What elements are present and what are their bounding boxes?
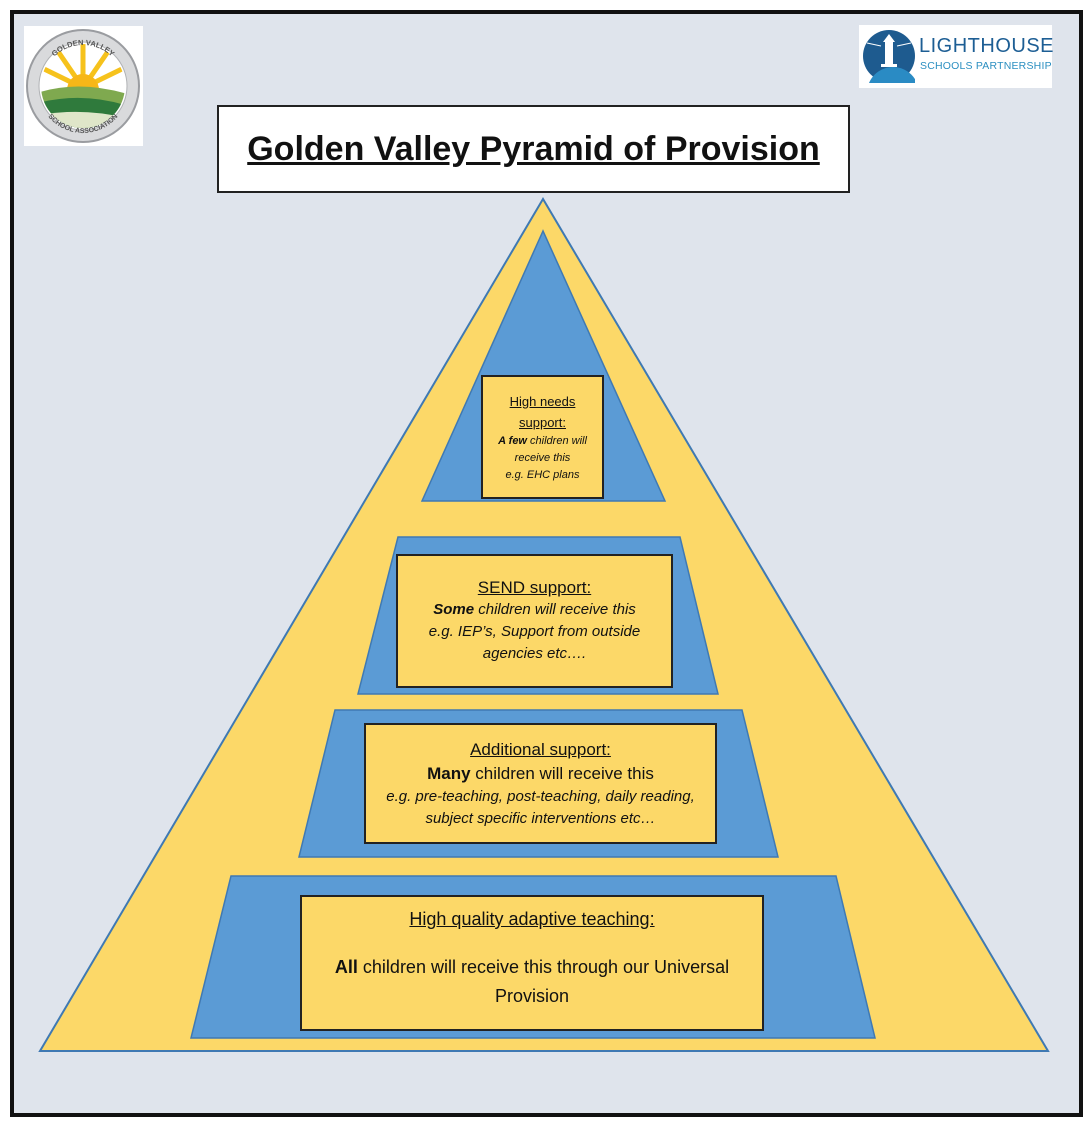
golden-valley-logo: GOLDEN VALLEY SCHOOL ASSOCIATION (24, 26, 143, 146)
tier-example: e.g. IEP’s, Support from outside agencie… (428, 623, 641, 662)
lighthouse-logo: LIGHTHOUSE SCHOOLS PARTNERSHIP (859, 25, 1055, 88)
tier-box-send: SEND support: Some children will receive… (396, 554, 673, 688)
tier-heading: Additional support: (470, 739, 611, 759)
lighthouse-subtitle: SCHOOLS PARTNERSHIP (920, 60, 1052, 72)
title-box: Golden Valley Pyramid of Provision (217, 105, 850, 193)
tier-example: e.g. EHC plans (505, 468, 580, 481)
lighthouse-name: LIGHTHOUSE (919, 35, 1055, 57)
tier-description: Some children will receive this (433, 601, 636, 618)
tier-box-universal: High quality adaptive teaching: All chil… (300, 895, 764, 1031)
tier-description: A few children will receive this (498, 434, 587, 464)
tier-box-high-needs: High needs support: A few children will … (481, 375, 604, 499)
tier-box-additional: Additional support: Many children will r… (364, 723, 717, 844)
tier-description: Many children will receive this (427, 763, 654, 783)
tier-example: e.g. pre-teaching, post-teaching, daily … (386, 787, 695, 827)
tier-heading: SEND support: (477, 578, 592, 597)
tier-heading: High quality adaptive teaching: (409, 909, 655, 929)
tier-description: All children will receive this through o… (334, 957, 730, 1006)
page-title: Golden Valley Pyramid of Provision (247, 129, 820, 168)
tier-heading: High needs support: (509, 393, 576, 430)
